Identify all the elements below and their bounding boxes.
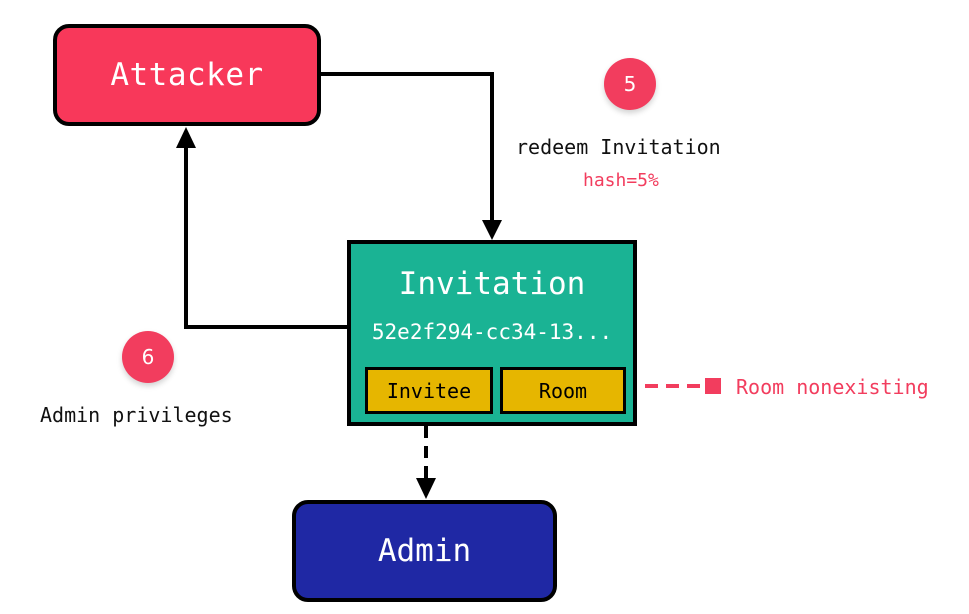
room-field-label: Room	[538, 378, 588, 403]
admin-node: Admin	[292, 500, 557, 602]
step-6-badge: 6	[122, 331, 174, 383]
invitation-title: Invitation	[398, 266, 586, 302]
room-field: Room	[500, 367, 626, 414]
arrowhead-invitee-admin	[416, 478, 436, 499]
arrow-redeem-invitation	[321, 72, 494, 222]
attacker-label: Attacker	[110, 57, 264, 93]
invitation-node: Invitation 52e2f294-cc34-13... Invitee R…	[347, 240, 637, 426]
invitee-field-label: Invitee	[386, 378, 472, 403]
invitee-field: Invitee	[365, 367, 493, 414]
arrowhead-redeem	[482, 220, 502, 240]
attacker-node: Attacker	[53, 24, 321, 126]
redeem-invitation-label: redeem Invitation	[516, 135, 721, 159]
room-nonexisting-marker	[705, 378, 721, 394]
step-5-badge: 5	[604, 58, 656, 110]
arrow-admin-privileges	[184, 146, 347, 329]
hash-label: hash=5%	[583, 170, 659, 191]
invitation-id: 52e2f294-cc34-13...	[371, 320, 613, 344]
arrowhead-privileges	[176, 127, 196, 148]
room-nonexisting-label: Room nonexisting	[736, 375, 929, 399]
admin-privileges-label: Admin privileges	[40, 403, 233, 427]
admin-label: Admin	[377, 533, 472, 569]
